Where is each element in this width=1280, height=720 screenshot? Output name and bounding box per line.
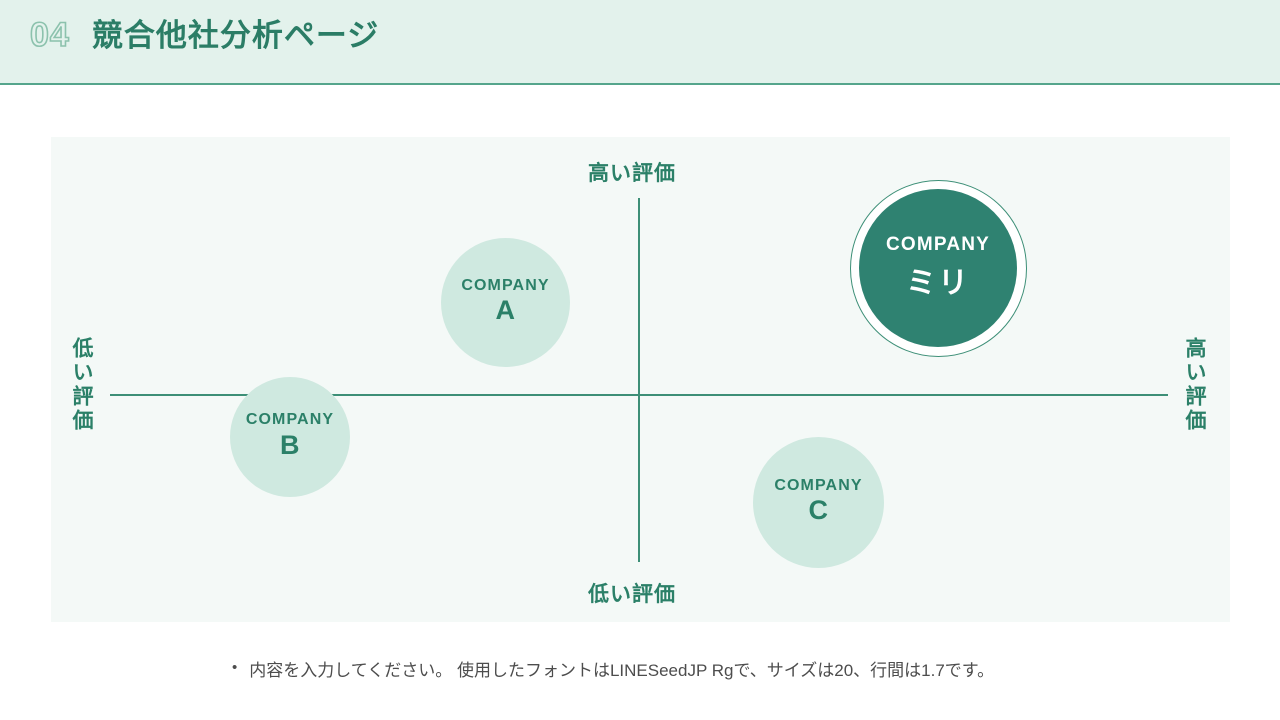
bubble-company-a[interactable]: COMPANY A	[441, 238, 570, 367]
bubble-company-miri-name: ミリ	[906, 267, 970, 300]
axis-label-right: 高い評価	[1183, 337, 1206, 433]
bubble-company-miri-label: COMPANY	[885, 234, 991, 255]
axis-label-left: 低い評価	[70, 337, 93, 433]
vertical-axis-line	[638, 198, 640, 562]
header-content: 04 競合他社分析ページ	[29, 16, 380, 54]
bullet-icon: •	[232, 659, 238, 676]
bubble-company-a-label: COMPANY	[461, 276, 550, 294]
bubble-company-miri-ring[interactable]: COMPANY ミリ	[850, 180, 1027, 357]
axis-label-bottom: 低い評価	[588, 583, 676, 606]
bubble-company-c-label: COMPANY	[774, 476, 863, 494]
competitor-matrix-panel: 高い評価 低い評価 低い評価 高い評価 COMPANY A COMPANY B …	[51, 137, 1230, 622]
page-header: 04 競合他社分析ページ	[0, 0, 1280, 85]
bubble-company-c-letter: C	[808, 495, 829, 526]
bubble-company-c[interactable]: COMPANY C	[753, 437, 884, 568]
footer-note-text: 内容を入力してください。 使用したフォントはLINESeedJP Rgで、サイズ…	[249, 661, 995, 680]
axis-label-top: 高い評価	[588, 162, 676, 185]
page-title: 競合他社分析ページ	[91, 17, 380, 53]
page-number: 04	[29, 16, 70, 54]
bubble-company-b-label: COMPANY	[245, 411, 335, 429]
footer-note: • 内容を入力してください。 使用したフォントはLINESeedJP Rgで、サ…	[232, 657, 994, 686]
bubble-company-miri[interactable]: COMPANY ミリ	[859, 189, 1017, 347]
bubble-company-b-letter: B	[280, 429, 300, 460]
bubble-company-b[interactable]: COMPANY B	[230, 377, 350, 497]
bubble-company-a-letter: A	[495, 295, 516, 326]
